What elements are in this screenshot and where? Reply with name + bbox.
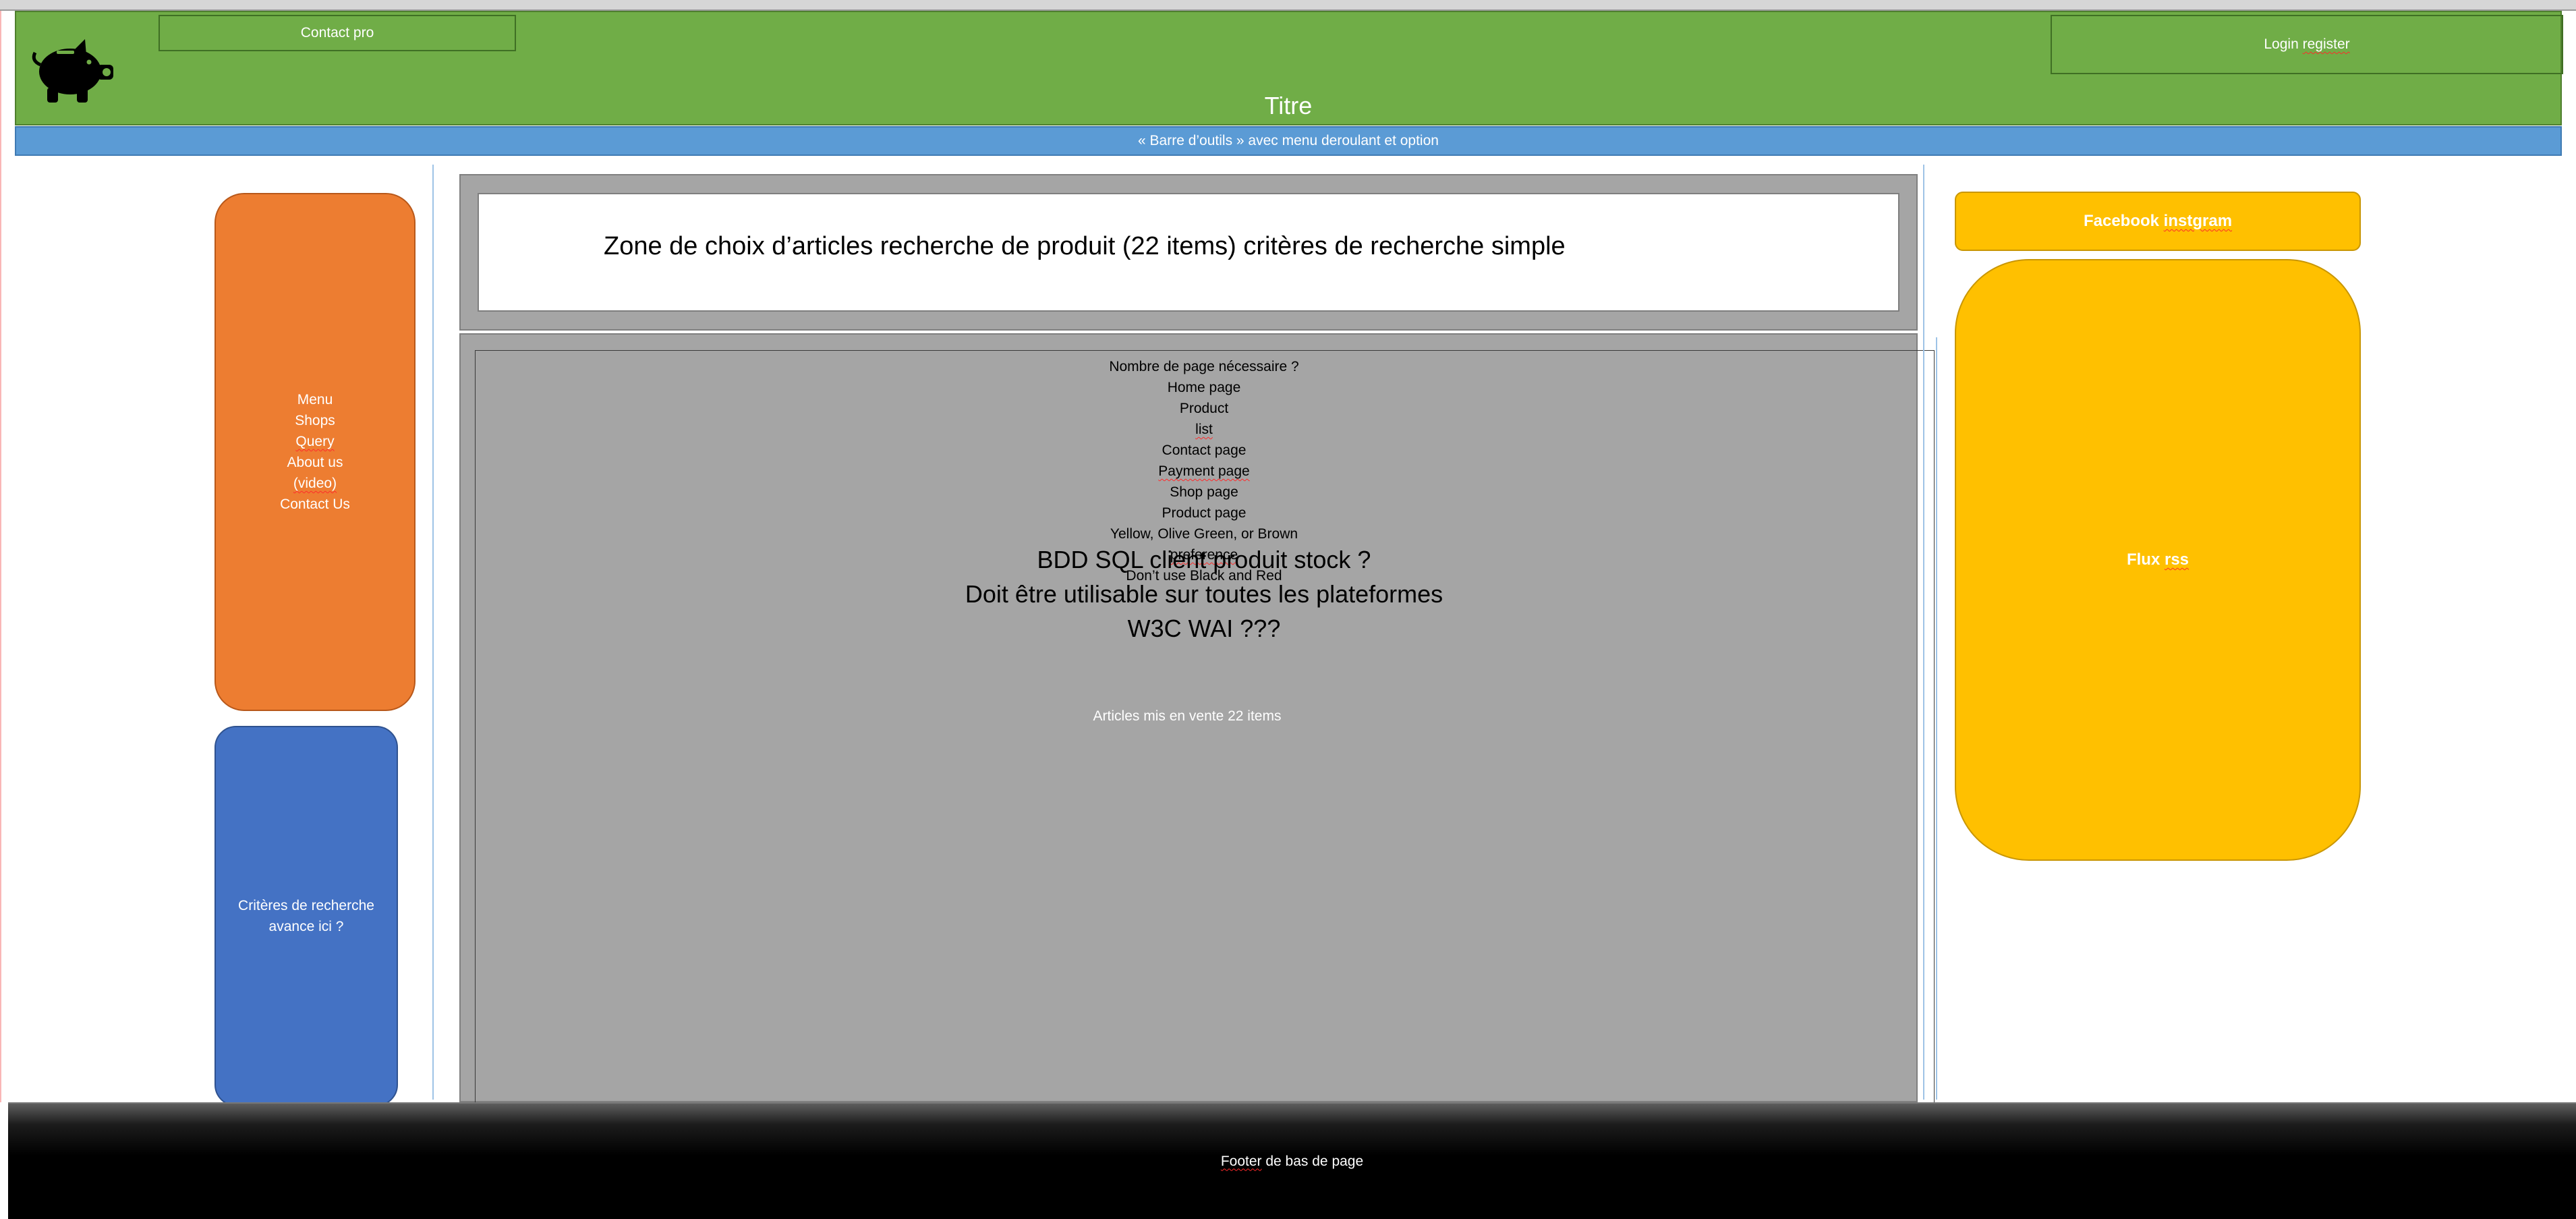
rss-label-a: Flux [2126,550,2165,569]
toolbar-label: « Barre d’outils » avec menu deroulant e… [1138,133,1439,148]
article-search-text: Zone de choix d’articles recherche de pr… [604,232,1566,260]
rss-feed-panel[interactable]: Flux rss [1955,259,2361,861]
list-item: Yellow, Olive Green, or Brown preference [1110,523,1298,565]
window-top-strip [0,0,2576,11]
list-item: Contact page [1162,443,1247,458]
list-item: Shop page [1170,484,1238,500]
list-item: Payment page [1158,463,1250,479]
right-column-divider-2 [1936,337,1937,1100]
criteria-line-2: avance ici ? [268,919,344,934]
menu-item-shops[interactable]: Shops [295,413,335,428]
login-register-label: Login register [2264,36,2349,53]
footer-label: Footer de bas de page [1221,1154,1363,1170]
rss-feed-label: Flux rss [2127,550,2189,569]
list-item-word: list [1195,422,1213,437]
requirement-line: Doit être utilisable sur toutes les plat… [965,580,1443,608]
contact-pro-label: Contact pro [300,25,374,40]
list-item: Product list [1180,398,1228,440]
social-links-label: Facebook instgram [2084,212,2232,231]
requirements-questions: BDD SQL client produit stock ? Doit être… [863,542,1545,646]
list-item-word: preference [1170,547,1238,563]
toolbar-dropdown-bar[interactable]: « Barre d’outils » avec menu deroulant e… [15,126,2562,156]
menu-item-menu[interactable]: Menu [297,392,333,407]
instagram-label: instgram [2163,212,2233,230]
facebook-label: Facebook [2083,212,2164,230]
criteria-line-1: Critères de recherche [238,898,374,913]
footer-label-a: Footer [1220,1153,1262,1169]
advanced-search-criteria-panel[interactable]: Critères de recherche avance ici ? [214,726,398,1106]
article-search-box[interactable] [478,193,1899,312]
main-menu-panel: Menu Shops Query About us (video) Contac… [214,193,416,711]
footer-label-b: de bas de page [1261,1153,1364,1169]
list-item: Product page [1162,505,1247,521]
requirement-line: BDD SQL client produit stock ? [1037,546,1371,573]
articles-on-sale-text: Articles mis en vente 22 items [1093,708,1282,724]
list-item: Don’t use Black and Red [1126,568,1282,584]
page-requirements-list: Nombre de page nécessaire ? Home page Pr… [931,356,1477,586]
piggy-bank-icon[interactable] [27,30,121,104]
login-register-button[interactable]: Login register [2051,15,2563,74]
menu-item-query[interactable]: Query [295,434,335,449]
register-label: register [2302,36,2350,52]
contact-pro-button[interactable]: Contact pro [159,15,516,51]
requirement-line: W3C WAI ??? [1127,615,1281,642]
about-us-video-label: (video) [293,476,337,491]
menu-item-about-us[interactable]: About us (video) [287,452,343,494]
left-column-divider [432,165,434,1100]
about-us-label: About us [287,455,343,470]
list-item: Home page [1167,380,1241,395]
site-header [15,11,2562,125]
page-footer: Footer de bas de page [8,1102,2576,1219]
login-label: Login [2264,36,2303,52]
piggy-bank-icon-graphic [32,39,113,103]
list-item: Nombre de page nécessaire ? [1109,359,1299,374]
right-column-divider [1923,165,1924,1100]
rss-label-b: rss [2164,550,2189,569]
left-edge-marker [0,11,1,1102]
page-title: Titre [1264,92,1313,119]
social-links-button[interactable]: Facebook instgram [1955,192,2361,251]
content-zone [459,333,1918,1102]
main-menu-list: Menu Shops Query About us (video) Contac… [280,389,350,515]
menu-item-contact-us[interactable]: Contact Us [280,497,350,512]
advanced-search-criteria-text: Critères de recherche avance ici ? [238,895,374,937]
